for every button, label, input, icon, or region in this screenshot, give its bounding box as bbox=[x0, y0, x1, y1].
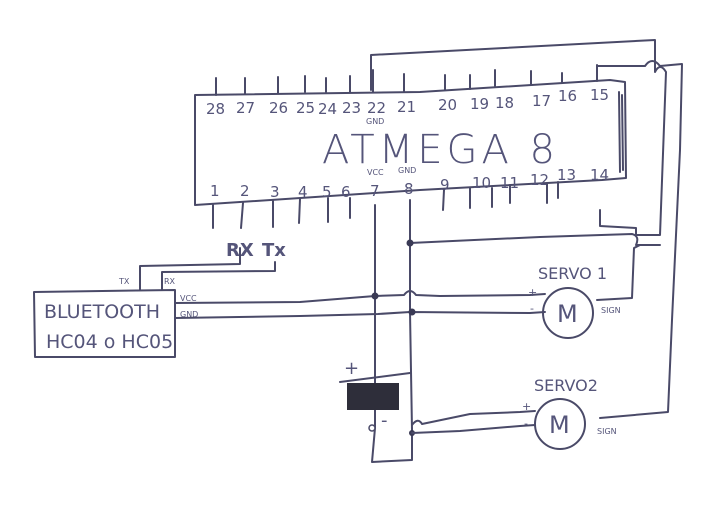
pin-16: 16 bbox=[558, 87, 577, 105]
servo1-motor-symbol: M bbox=[557, 300, 578, 328]
pin-5: 5 bbox=[322, 183, 332, 201]
top-pin-stubs bbox=[215, 64, 598, 96]
servo1-signal-label: SIGN bbox=[601, 306, 621, 315]
battery: + - bbox=[339, 358, 411, 431]
pin-6: 6 bbox=[341, 183, 351, 201]
bluetooth-line2: HC04 o HC05 bbox=[46, 331, 173, 353]
bottom-pin-numbers: 1 2 3 4 5 6 7 8 9 10 11 12 13 14 bbox=[210, 166, 609, 201]
pin7-vcc-label: VCC bbox=[367, 168, 384, 177]
battery-negative-plate bbox=[347, 383, 399, 410]
servo1-plus: + bbox=[528, 286, 537, 299]
bt-vcc-pin-label: VCC bbox=[180, 294, 197, 303]
wire-servo2-minus bbox=[411, 424, 536, 434]
top-pin-numbers: 28 27 26 25 24 23 22 21 20 19 18 17 16 1… bbox=[206, 86, 609, 118]
bluetooth-module: BLUETOOTH HC04 o HC05 TX RX VCC GND bbox=[33, 277, 198, 358]
pin-14: 14 bbox=[590, 166, 609, 184]
pin-17: 17 bbox=[532, 92, 551, 110]
junction-dot bbox=[406, 239, 414, 247]
junction-dot bbox=[371, 292, 379, 300]
pin-28: 28 bbox=[206, 100, 225, 118]
pin-8: 8 bbox=[404, 180, 414, 198]
pin-9: 9 bbox=[440, 176, 450, 194]
pin-21: 21 bbox=[397, 98, 416, 116]
wire-bt-gnd bbox=[174, 311, 546, 319]
wire-gnd-to-right bbox=[409, 233, 661, 246]
pin-13: 13 bbox=[557, 166, 576, 184]
pin-22: 22 bbox=[367, 99, 386, 117]
pin-26: 26 bbox=[269, 99, 288, 117]
servo2-motor-circle bbox=[534, 398, 586, 450]
servo2-signal-label: SIGN bbox=[597, 427, 617, 436]
junction-open bbox=[368, 424, 376, 432]
pin-25: 25 bbox=[296, 99, 315, 117]
battery-plus: + bbox=[344, 358, 359, 379]
pin-18: 18 bbox=[495, 94, 514, 112]
chip-outline bbox=[194, 79, 627, 206]
pin-24: 24 bbox=[318, 100, 337, 118]
bt-gnd-pin-label: GND bbox=[180, 310, 198, 319]
pin-27: 27 bbox=[236, 99, 255, 117]
servo2-minus: - bbox=[524, 417, 528, 430]
pin-10: 10 bbox=[472, 174, 491, 192]
servo1-motor-circle bbox=[542, 287, 594, 339]
bluetooth-line1: BLUETOOTH bbox=[44, 301, 160, 323]
wire-servo2-plus bbox=[411, 410, 536, 426]
wire-bt-rx-to-chip-tx bbox=[161, 261, 276, 291]
wire-pin22-loop bbox=[370, 39, 667, 236]
servo2-label: SERVO2 bbox=[534, 376, 598, 395]
battery-positive-plate bbox=[339, 372, 411, 383]
servo2-motor-symbol: M bbox=[549, 411, 570, 439]
pin-4: 4 bbox=[298, 183, 308, 201]
pin-19: 19 bbox=[470, 95, 489, 113]
junction-dot bbox=[408, 308, 416, 316]
wire-pin15-servo2-signal bbox=[596, 60, 683, 419]
bt-tx-pin-label: TX bbox=[118, 277, 130, 286]
pin-15: 15 bbox=[590, 86, 609, 104]
bottom-pin-stubs bbox=[212, 181, 559, 229]
wire-bt-vcc bbox=[174, 290, 546, 304]
servo1-minus: - bbox=[530, 302, 534, 315]
atmega8-chip: ATMEGA 8 28 27 26 25 24 23 22 21 20 19 1… bbox=[194, 64, 627, 229]
servo1: M SERVO 1 + - SIGN bbox=[528, 264, 621, 339]
battery-minus: - bbox=[381, 410, 388, 431]
pin-20: 20 bbox=[438, 96, 457, 114]
pin-7: 7 bbox=[370, 182, 380, 200]
servo1-label: SERVO 1 bbox=[538, 264, 607, 283]
chip-name: ATMEGA 8 bbox=[322, 127, 559, 173]
pin-12: 12 bbox=[530, 171, 549, 189]
servo2-plus: + bbox=[522, 400, 531, 413]
chip-notch-lines bbox=[618, 91, 624, 173]
pin-11: 11 bbox=[500, 174, 519, 192]
pin8-gnd-label: GND bbox=[398, 166, 416, 175]
pin22-gnd-label: GND bbox=[366, 117, 384, 126]
wire-bt-tx-to-chip-rx bbox=[139, 247, 241, 291]
bt-rx-pin-label: RX bbox=[164, 277, 176, 286]
chip-tx-label: Tx bbox=[262, 240, 286, 261]
pin-1: 1 bbox=[210, 182, 220, 200]
pin-2: 2 bbox=[240, 182, 250, 200]
wire-vcc-bus bbox=[371, 204, 413, 463]
pin-23: 23 bbox=[342, 99, 361, 117]
bluetooth-outline bbox=[33, 289, 176, 358]
pin-3: 3 bbox=[270, 183, 280, 201]
wire-servo1-signal bbox=[596, 244, 641, 301]
servo2: M SERVO2 + - SIGN bbox=[522, 376, 617, 450]
